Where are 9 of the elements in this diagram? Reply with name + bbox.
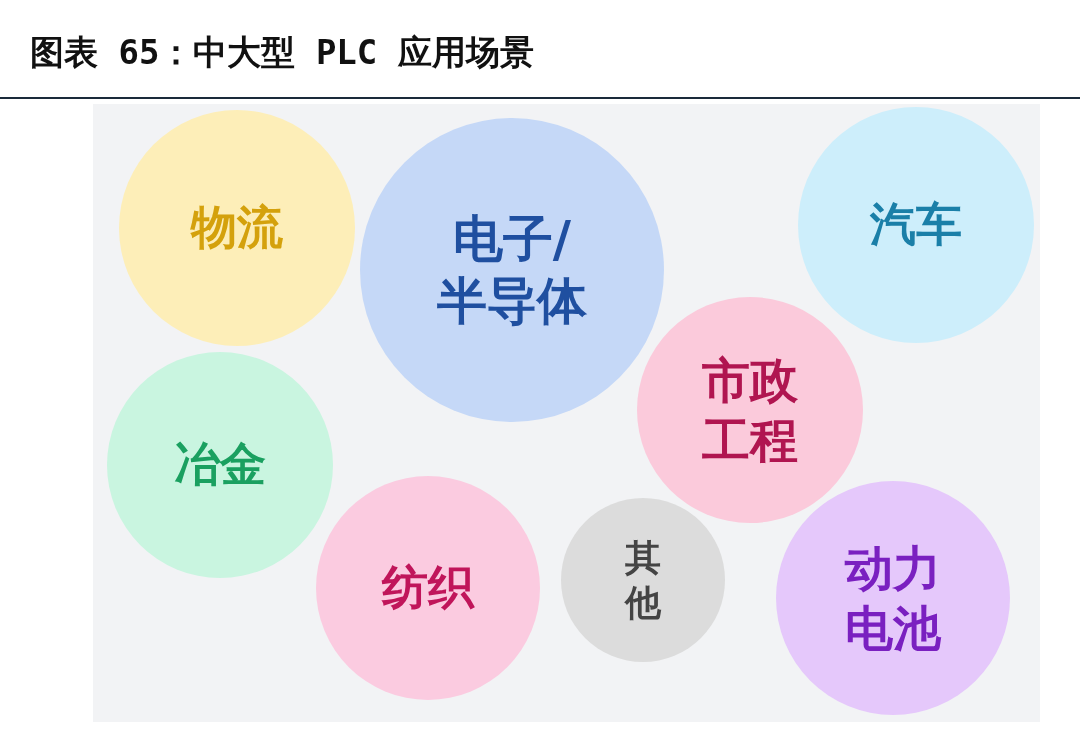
bubble-label: 电子/半导体 xyxy=(436,208,588,332)
bubble-label: 物流 xyxy=(189,199,284,257)
bubble-label: 市政工程 xyxy=(701,351,799,470)
bubble-label: 动力电池 xyxy=(843,539,942,658)
figure-title: 图表 65：中大型 PLC 应用场景 xyxy=(30,31,534,74)
bubble-label: 汽车 xyxy=(869,196,963,254)
bubble-label: 其他 xyxy=(623,536,662,625)
bubble-label: 纺织 xyxy=(380,559,476,617)
bubble-label: 冶金 xyxy=(173,436,267,494)
